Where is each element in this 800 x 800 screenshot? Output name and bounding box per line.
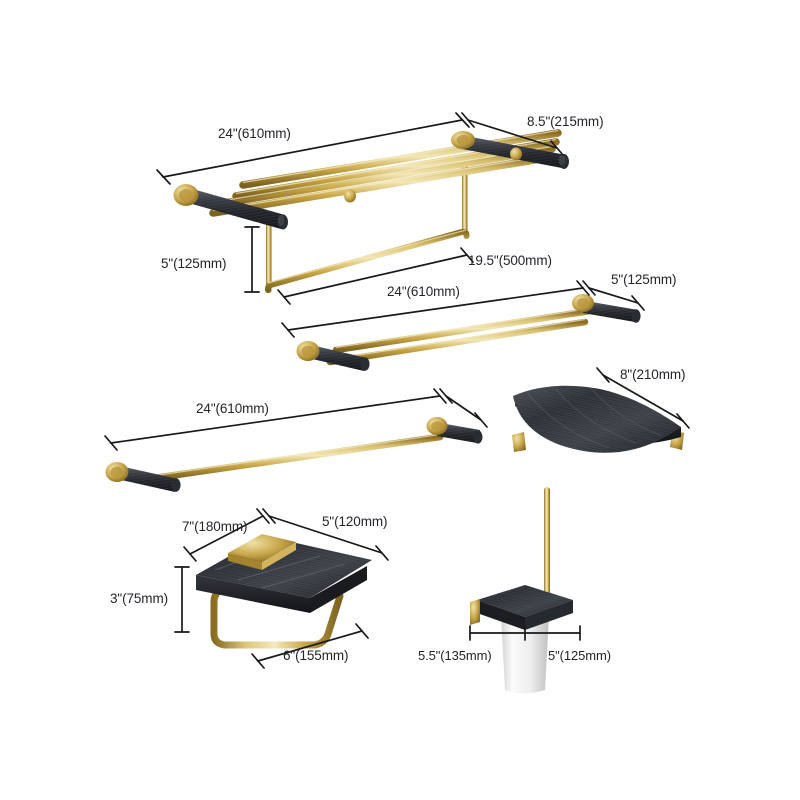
- dim-brush-plate: 5.5"(135mm): [418, 648, 492, 663]
- product-towel-rack-with-shelf: [173, 129, 569, 293]
- dim-corner-width: 8"(210mm): [620, 367, 686, 382]
- marble-arm-left: [185, 188, 288, 230]
- dim-double-width: 24"(610mm): [387, 284, 460, 299]
- double-bar-arm-right: [583, 301, 641, 323]
- dim-double-depth: 5"(125mm): [611, 272, 677, 287]
- dim-rack-height: 5"(125mm): [161, 256, 227, 271]
- single-bar-arm-left: [117, 466, 181, 492]
- product-double-towel-bar: [296, 294, 641, 371]
- product-toilet-brush-holder: [470, 487, 573, 694]
- dim-rack-width: 24"(610mm): [218, 126, 291, 141]
- dim-single-width: 24"(610mm): [196, 401, 269, 416]
- dim-rack-bar: 19.5"(500mm): [468, 253, 552, 268]
- dim-brush-width: 5"(125mm): [548, 648, 611, 663]
- wall-flange-right: [451, 131, 475, 149]
- dim-paper-width: 7"(180mm): [182, 519, 248, 534]
- double-bar-arm-left: [308, 345, 370, 371]
- single-bar-arm-right: [437, 423, 483, 444]
- product-single-towel-bar: [105, 417, 483, 492]
- dim-paper-depth: 5"(120mm): [322, 514, 388, 529]
- shelf-rods: [208, 129, 562, 217]
- product-corner-shelf: [512, 385, 684, 453]
- dim-rack-depth: 8.5"(215mm): [527, 114, 604, 129]
- product-toilet-paper-holder: [196, 534, 372, 649]
- wall-flange-left: [173, 184, 199, 206]
- dim-paper-roller: 6"(155mm): [283, 648, 349, 663]
- dim-paper-height: 3"(75mm): [110, 591, 168, 606]
